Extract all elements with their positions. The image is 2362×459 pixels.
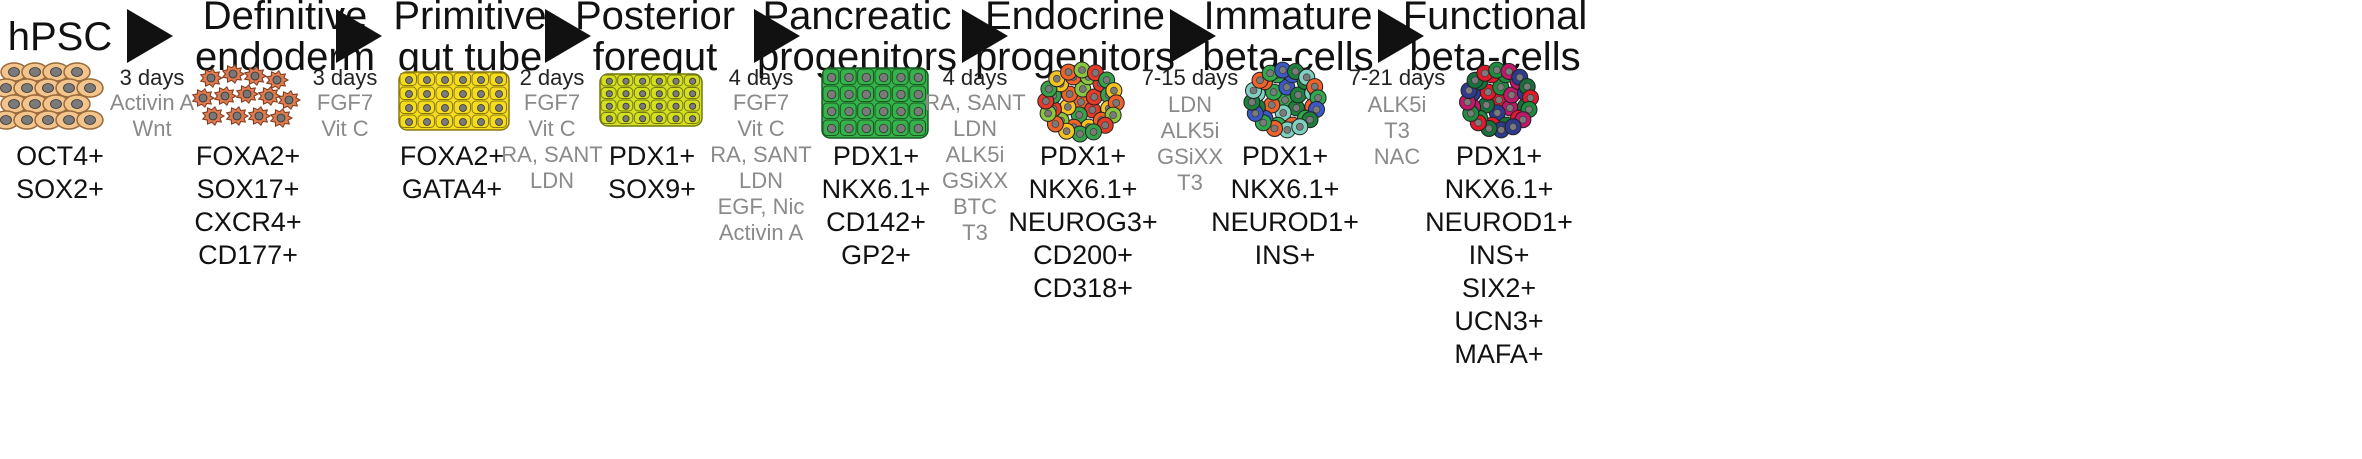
stage-title-primitive-gut-tube: Primitive gut tube — [393, 0, 547, 79]
cell-cluster-functional-beta-cells — [1459, 61, 1539, 139]
cell-cluster-hpsc — [0, 62, 104, 130]
stage-markers-immature-beta-cells: PDX1+ NKX6.1+ NEUROD1+ INS+ — [1211, 141, 1359, 270]
arrow-icon — [962, 9, 1008, 63]
stage-markers-posterior-foregut: PDX1+ SOX9+ — [608, 141, 696, 204]
transition-factors: ALK5i T3 NAC — [1367, 92, 1427, 169]
transition-days: 4 days — [942, 65, 1008, 90]
stage-markers-hpsc: OCT4+ SOX2+ — [16, 141, 104, 204]
transition-days: 7-15 days — [1141, 65, 1239, 90]
arrow-icon — [1170, 9, 1216, 63]
transition-factors: FGF7 Vit C — [316, 90, 374, 141]
stage-markers-endocrine-progenitors: PDX1+ NKX6.1+ NEUROG3+ CD200+ CD318+ — [1008, 141, 1158, 303]
transition-days: 3 days — [312, 65, 378, 90]
cell-cluster-endocrine-progenitors — [1037, 61, 1125, 143]
transition-factors: FGF7 Vit C RA, SANT LDN EGF, Nic Activin… — [710, 90, 812, 245]
cell-cluster-posterior-foregut — [599, 73, 703, 127]
transition-days: 4 days — [728, 65, 794, 90]
transition-factors: LDN ALK5i GSiXX T3 — [1156, 92, 1224, 195]
stage-markers-functional-beta-cells: PDX1+ NKX6.1+ NEUROD1+ INS+ SIX2+ UCN3+ … — [1425, 141, 1573, 369]
arrow-icon — [545, 9, 591, 63]
stage-markers-pancreatic-progenitors: PDX1+ NKX6.1+ CD142+ GP2+ — [821, 141, 931, 270]
transition-factors: RA, SANT LDN ALK5i GSiXX BTC T3 — [924, 90, 1026, 245]
stage-markers-primitive-gut-tube: FOXA2+ GATA4+ — [399, 141, 505, 204]
arrow-icon — [1378, 9, 1424, 63]
transition-factors: Activin A Wnt — [109, 90, 195, 141]
transition-days: 3 days — [119, 65, 185, 90]
cell-cluster-immature-beta-cells — [1243, 61, 1327, 139]
cell-cluster-pancreatic-progenitors — [821, 67, 929, 139]
stage-markers-definitive-endoderm: FOXA2+ SOX17+ CXCR4+ CD177+ — [194, 141, 302, 270]
transition-days: 7-21 days — [1348, 65, 1446, 90]
arrow-icon — [127, 9, 173, 63]
transition-days: 2 days — [519, 65, 585, 90]
stage-title-posterior-foregut: Posterior foregut — [574, 0, 736, 79]
arrow-icon — [754, 9, 800, 63]
stage-title-hpsc: hPSC — [7, 15, 113, 59]
arrow-icon — [336, 9, 382, 63]
transition-factors: FGF7 Vit C RA, SANT LDN — [501, 90, 603, 193]
cell-cluster-primitive-gut-tube — [398, 71, 510, 131]
cell-cluster-definitive-endoderm — [191, 63, 302, 129]
